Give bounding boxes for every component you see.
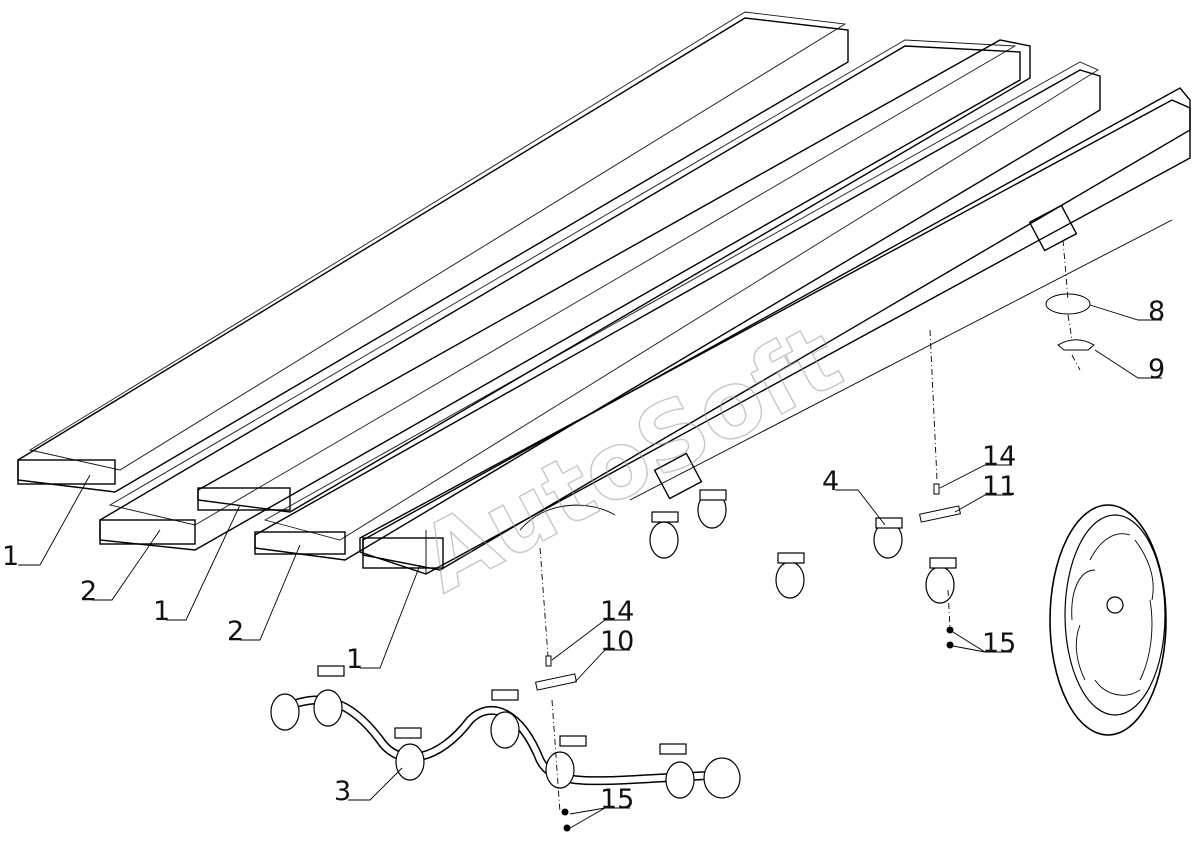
callout-8: 8 (1148, 296, 1165, 327)
crank-shaft-right (649, 489, 1061, 604)
callout-10: 10 (600, 626, 634, 657)
callout-15: 15 (982, 628, 1016, 659)
callout-14: 14 (600, 596, 634, 627)
leader-lines (18, 304, 1162, 829)
callout-9: 9 (1148, 354, 1165, 385)
drive-pulley (1049, 504, 1167, 736)
callout-2: 2 (80, 576, 97, 607)
sieve-assembly (17, 11, 1191, 575)
callout-1: 1 (153, 596, 170, 627)
alignment-lines (539, 239, 1081, 813)
callout-14: 14 (982, 441, 1016, 472)
callout-2: 2 (227, 616, 244, 647)
callout-3: 3 (334, 776, 351, 807)
callout-1: 1 (346, 644, 363, 675)
callout-1: 1 (2, 541, 19, 572)
callout-labels: 1 2 1 2 1 3 4 8 9 10 11 14 14 15 15 (2, 296, 1165, 815)
callout-11: 11 (982, 471, 1016, 502)
crank-shaft-left (270, 665, 741, 799)
callout-15: 15 (600, 784, 634, 815)
callout-4: 4 (822, 466, 839, 497)
small-parts (535, 293, 1095, 832)
